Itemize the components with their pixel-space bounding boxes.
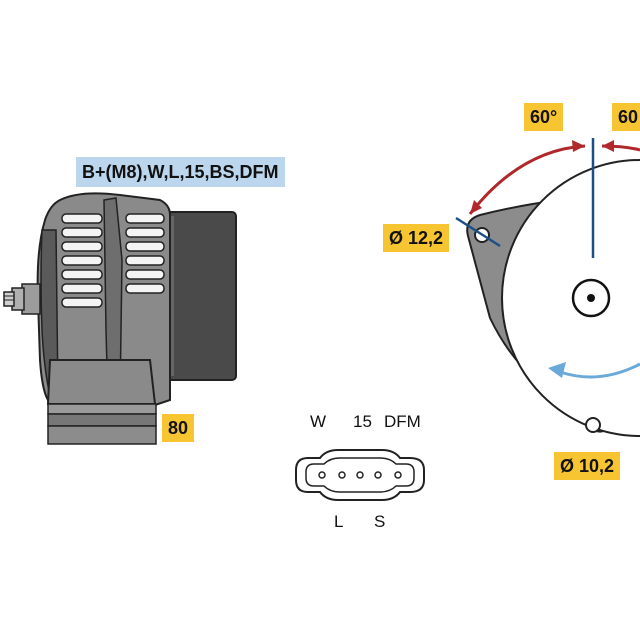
shaft-center [587, 294, 595, 302]
alternator-side-view [3, 192, 237, 445]
top-hole-diameter-label: Ø 12,2 [383, 224, 450, 252]
plug-pin-l-label: L [334, 512, 344, 531]
plug-pin-s-label: S [374, 512, 386, 531]
diagonal-axis-line [455, 216, 501, 248]
connection-terminals-label: B+(M8),W,L,15,BS,DFM [76, 157, 285, 187]
mounting-base-plate [47, 403, 157, 415]
angle-right-label: 60 [612, 103, 640, 131]
bottom-hole-diameter-label: Ø 10,2 [554, 452, 621, 480]
alternator-front-circle [501, 159, 640, 437]
vent-slots-left [61, 213, 103, 308]
connector-plug-icon [295, 449, 425, 501]
length-dimension-label: 80 [162, 414, 195, 442]
terminal-stud [3, 283, 41, 315]
angle-left-label: 60° [524, 103, 564, 131]
alternator-front-view [455, 138, 640, 437]
plug-pin-dfm-label: DFM [384, 412, 421, 431]
plug-pin-15-label: 15 [353, 412, 372, 431]
bottom-mounting-hole [585, 417, 601, 433]
plug-pin-w-label: W [310, 412, 327, 431]
rotation-arrow-icon [559, 362, 640, 379]
vent-slots-right [125, 213, 165, 294]
angle-arc-left [468, 144, 586, 215]
